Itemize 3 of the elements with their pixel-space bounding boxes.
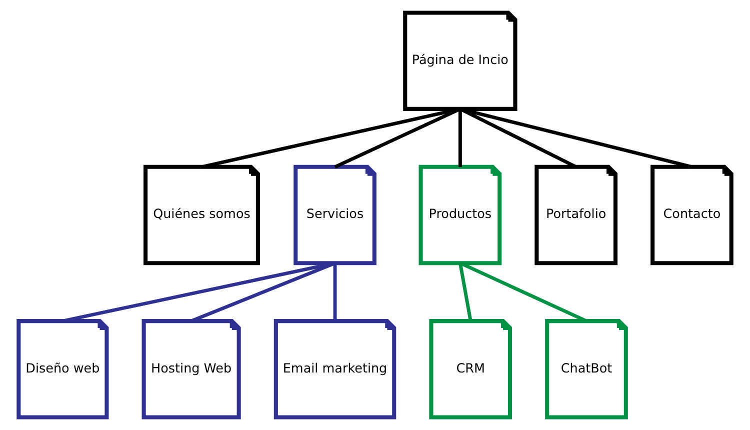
connector (458, 262, 472, 322)
connector (458, 108, 462, 167)
connector (333, 263, 337, 322)
